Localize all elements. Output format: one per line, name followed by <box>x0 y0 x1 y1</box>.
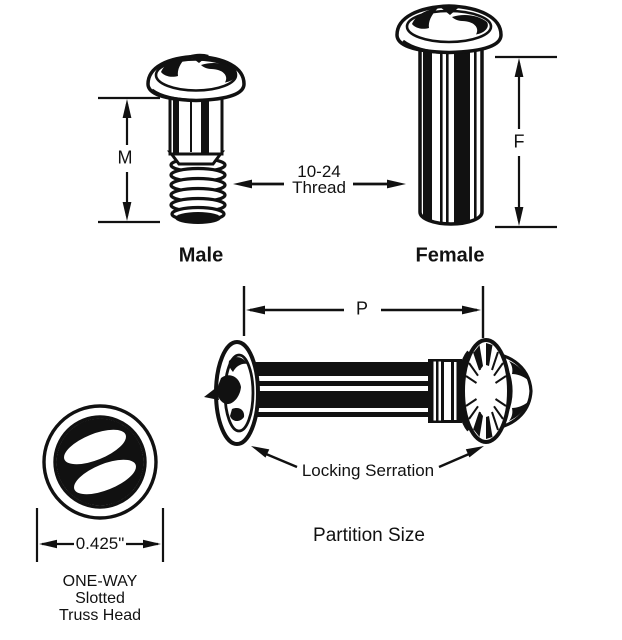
head-top-view-illustration <box>42 404 158 520</box>
assembled-bolt-illustration <box>204 338 533 446</box>
partition-size-caption: Partition Size <box>313 525 425 547</box>
male-bolt-illustration <box>146 53 246 224</box>
partition-dimension <box>242 286 485 338</box>
male-length-dimension <box>98 96 160 224</box>
one-way-head-caption: ONE-WAY Slotted Truss Head <box>59 573 141 624</box>
male-caption: Male <box>178 244 224 267</box>
thread-callout-arrows <box>233 179 406 189</box>
head-diameter-label: 0.425" <box>75 534 125 554</box>
male-length-dimension-label: M <box>117 147 133 168</box>
thread-size-line1: 10-24 <box>297 162 341 181</box>
female-length-dimension-label: F <box>513 131 525 152</box>
diameter-dimension <box>35 508 165 562</box>
one-way-head-caption-line3: Truss Head <box>58 607 142 624</box>
partition-dimension-label: P <box>355 298 369 319</box>
thread-size-callout: 10-24 Thread <box>292 162 346 197</box>
serration-callout-arrows <box>251 446 484 469</box>
one-way-head-caption-line1: ONE-WAY <box>62 573 138 590</box>
locking-serration-callout: Locking Serration <box>301 461 435 481</box>
female-length-dimension <box>495 55 557 229</box>
thread-size-line2: Thread <box>292 178 346 197</box>
one-way-head-caption-line2: Slotted <box>75 590 125 607</box>
female-nut-illustration <box>395 4 503 226</box>
female-caption: Female <box>415 244 485 267</box>
